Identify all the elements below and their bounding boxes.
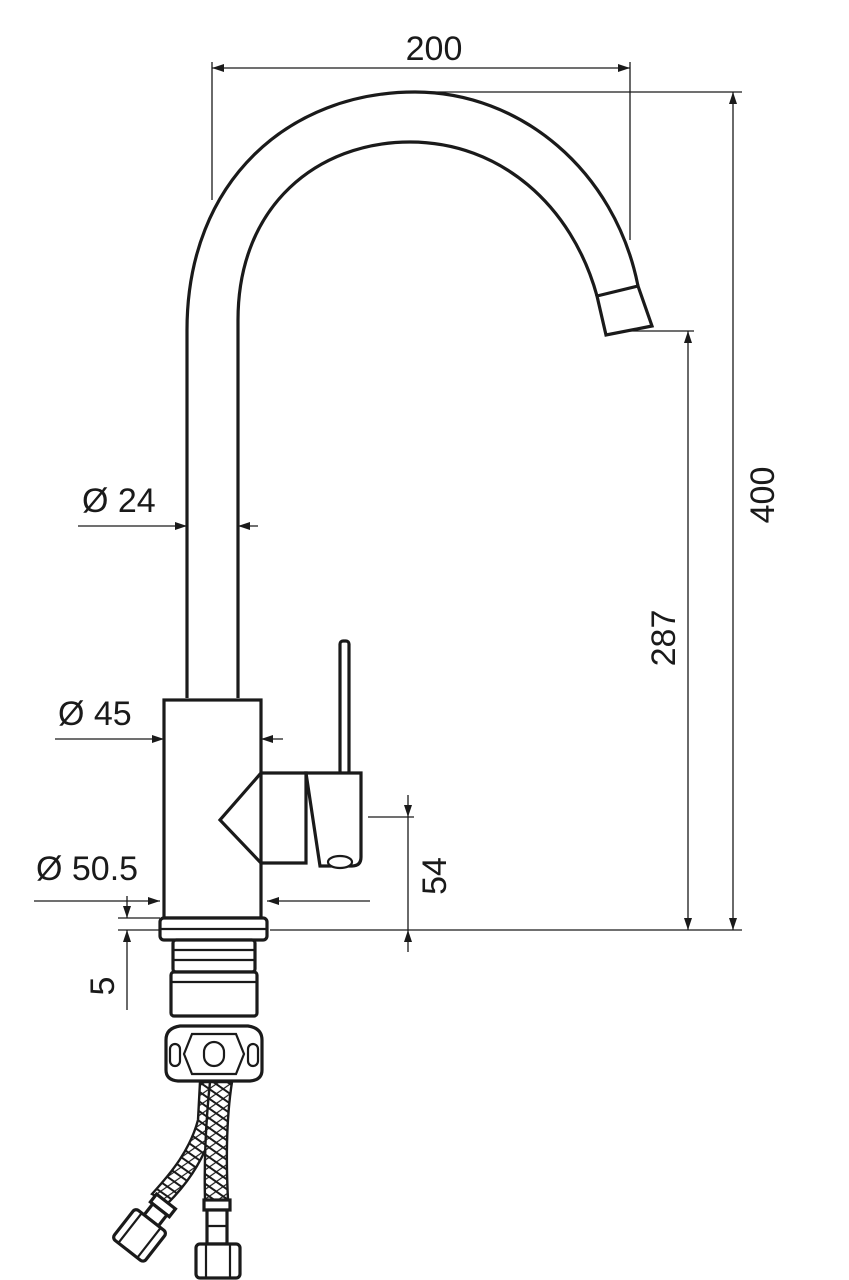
spout-outer-contour xyxy=(185,90,640,698)
lever-pin xyxy=(338,639,351,776)
dimension-label-287: 287 xyxy=(645,610,683,667)
cartridge-housing xyxy=(217,771,308,865)
lever-head xyxy=(304,771,363,868)
dimension-height-287: 287 xyxy=(630,330,694,930)
dimension-label-400: 400 xyxy=(744,467,782,524)
threaded-shank xyxy=(171,938,257,974)
dimension-spout-diameter: Ø 24 xyxy=(78,482,258,530)
dimension-height-400: 400 xyxy=(270,91,782,931)
dimension-lever-54: 54 xyxy=(368,795,454,952)
spout-inner-contour xyxy=(236,140,599,698)
dimension-width-200: 200 xyxy=(211,30,631,240)
dimension-label-spout-diameter: Ø 24 xyxy=(82,482,156,520)
dimension-label-200: 200 xyxy=(406,30,463,68)
dimension-label-54: 54 xyxy=(416,857,454,895)
dimension-body-diameter: Ø 45 xyxy=(55,695,283,743)
dimension-base-diameter: Ø 50.5 xyxy=(34,850,370,905)
dimension-label-base-diameter: Ø 50.5 xyxy=(36,850,138,888)
faucet-outline xyxy=(112,90,655,1280)
dimension-label-5: 5 xyxy=(84,977,122,996)
dimension-ring-5: 5 xyxy=(84,896,160,1010)
dimension-label-body-diameter: Ø 45 xyxy=(58,695,132,733)
